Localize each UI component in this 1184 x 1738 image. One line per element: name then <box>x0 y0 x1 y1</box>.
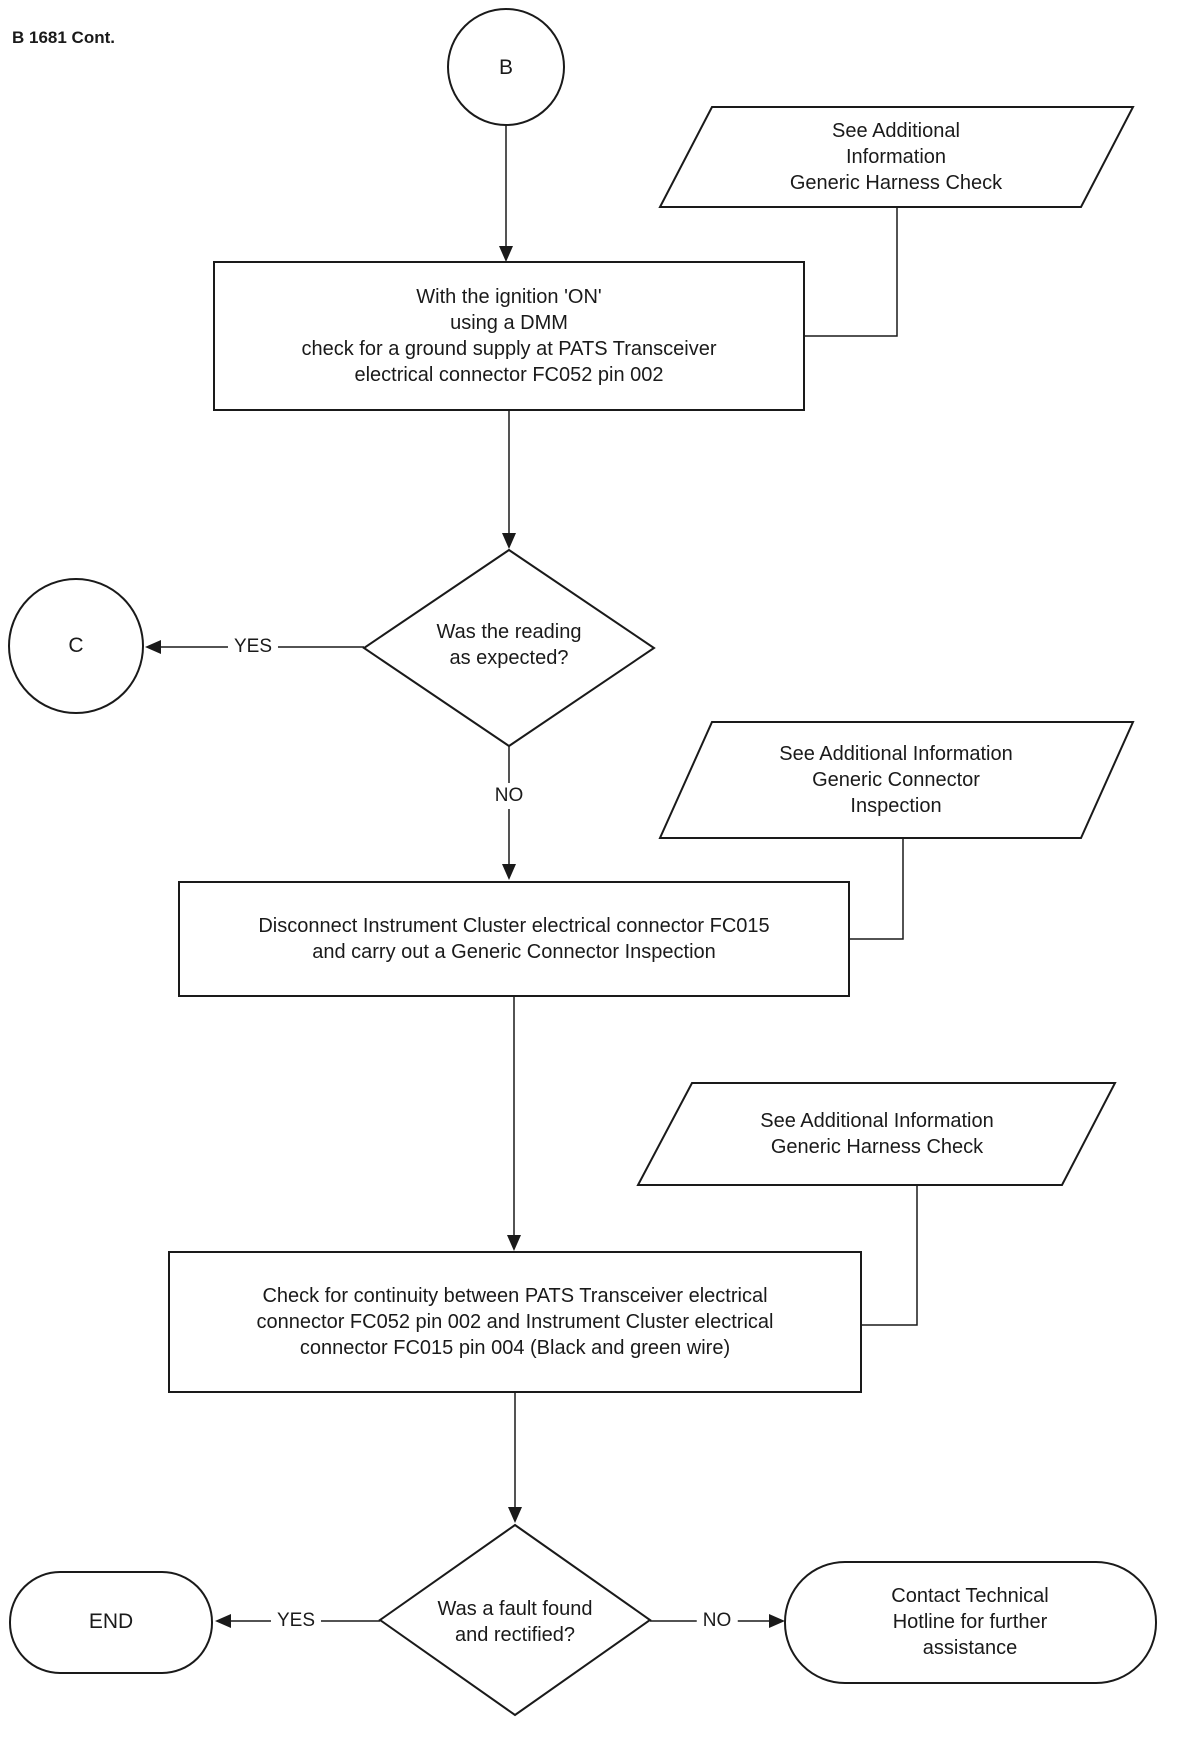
step-disconnect-cluster-text: Disconnect Instrument Cluster electrical… <box>258 915 770 963</box>
contact-hotline-terminator <box>784 1561 1157 1684</box>
step-disconnect-cluster-box <box>178 881 850 997</box>
arrowhead-end <box>215 1614 231 1628</box>
page-title: B 1681 Cont. <box>12 28 115 47</box>
contact-hotline-text: Contact Technical Hotline for further as… <box>891 1585 1049 1659</box>
ref-connector-inspection-parallelogram <box>658 721 1135 839</box>
arrowhead-decision2 <box>508 1507 522 1523</box>
step-continuity-box <box>168 1251 862 1393</box>
step-ground-supply-text: With the ignition 'ON' using a DMM check… <box>301 286 717 386</box>
decision-fault-diamond <box>378 1523 652 1717</box>
yes1-label: YES <box>227 634 279 660</box>
edge-ref3-to-step3 <box>861 1185 918 1326</box>
edge-ref1-to-step1 <box>804 207 898 337</box>
ref-connector-inspection-text: See Additional Information Generic Conne… <box>779 743 1013 817</box>
ref-harness-check-2-parallelogram <box>636 1082 1117 1186</box>
arrowhead-yes1 <box>145 640 161 654</box>
ref-harness-check-1-text: See Additional Information Generic Harne… <box>789 120 1003 194</box>
ref-harness-check-1-parallelogram <box>658 106 1135 208</box>
decision-reading-text: Was the reading as expected? <box>436 621 582 669</box>
step-ground-supply-box <box>213 261 805 411</box>
arrowhead-step2 <box>502 864 516 880</box>
no1-label: NO <box>488 783 530 809</box>
arrowhead-step1 <box>499 246 513 262</box>
end-terminator <box>9 1571 213 1674</box>
no2-label: NO <box>696 1608 738 1634</box>
connector-b-circle <box>447 8 565 126</box>
arrowhead-decision1 <box>502 533 516 549</box>
arrowhead-contact <box>769 1614 785 1628</box>
connector-b-label: B <box>498 56 514 79</box>
edge-ref2-to-step2 <box>850 838 904 940</box>
decision-fault-text: Was a fault found and rectified? <box>437 1598 593 1646</box>
end-label: END <box>88 1610 134 1633</box>
connector-c-circle <box>8 578 144 714</box>
yes2-label: YES <box>270 1608 322 1634</box>
decision-reading-diamond <box>362 548 656 748</box>
ref-harness-check-2-text: See Additional Information Generic Harne… <box>760 1110 994 1158</box>
step-continuity-text: Check for continuity between PATS Transc… <box>256 1285 774 1359</box>
connector-c-label: C <box>68 634 84 657</box>
arrowhead-step3 <box>507 1235 521 1251</box>
